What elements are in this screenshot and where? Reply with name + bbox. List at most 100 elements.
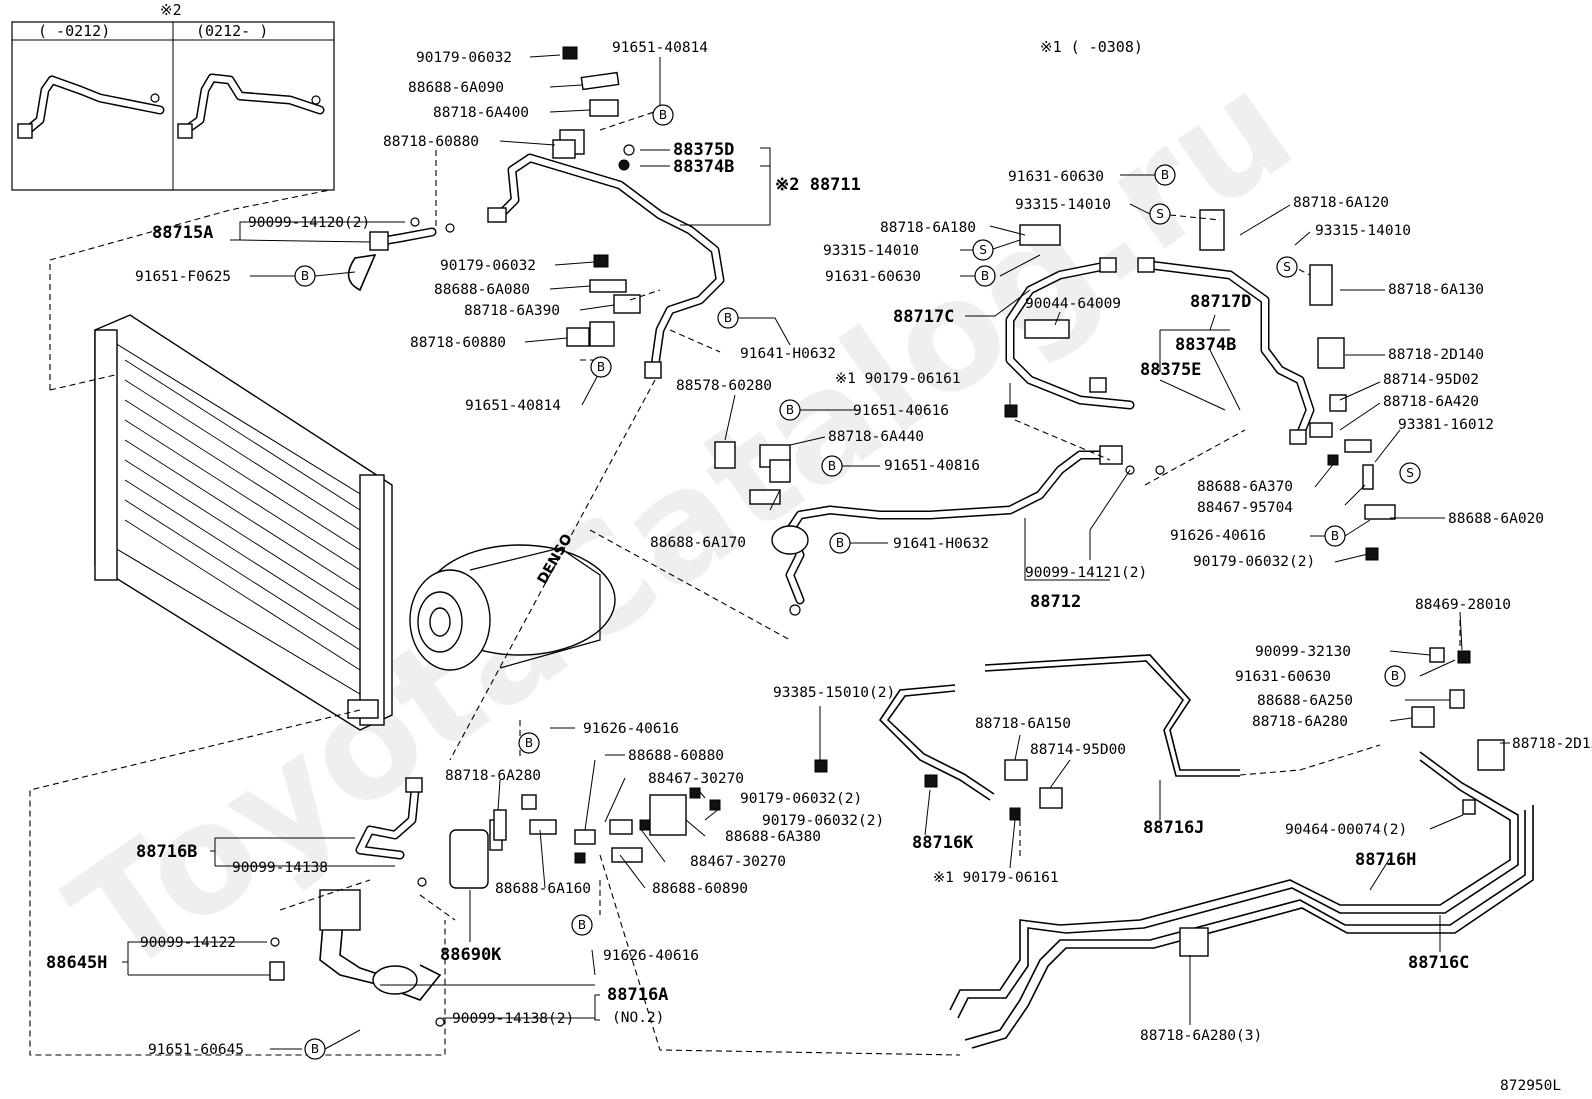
part-label: 88718-6A120: [1293, 195, 1389, 211]
svg-text:B: B: [836, 536, 844, 550]
part-label: 90099-14138: [232, 860, 328, 876]
part-label: 91631-60630: [825, 269, 921, 285]
part-label: 90179-06032: [440, 258, 536, 274]
bolt-callout: B: [1384, 665, 1406, 687]
part-label: 88467-95704: [1197, 500, 1293, 516]
part-label: 88374B: [673, 157, 734, 177]
part-label: 88688-6A020: [1448, 511, 1544, 527]
part-label: 93315-14010: [1015, 197, 1111, 213]
pipe-88717D: [1137, 257, 1315, 445]
part-label: 88716J: [1143, 818, 1204, 838]
pipe-88716J: [984, 654, 1240, 777]
part-label: 88645H: [46, 953, 107, 973]
part-label: 88718-2D150: [1512, 736, 1592, 752]
part-label: 90179-06032: [416, 50, 512, 66]
callout-markers: B B B B B B B B B B B B B B S S S S: [294, 104, 1421, 1060]
part-label: 90179-06032(2): [762, 813, 884, 829]
part-label: 88716K: [912, 833, 974, 853]
part-labels: 90179-06032 91651-40814 88688-6A090 8871…: [46, 40, 1592, 1058]
part-label: 88718-6A180: [880, 220, 976, 236]
part-label: 93315-14010: [1315, 223, 1411, 239]
part-label: 91651-60645: [148, 1042, 244, 1058]
part-label: ※1 90179-06161: [835, 371, 961, 387]
svg-text:B: B: [311, 1042, 319, 1056]
screw-callout: S: [972, 239, 994, 261]
bolt-callout: B: [779, 399, 801, 421]
part-label: ※1 90179-06161: [933, 870, 1059, 886]
svg-text:B: B: [828, 459, 836, 473]
part-label: 91631-60630: [1235, 669, 1331, 685]
part-88718-2D140: [1317, 337, 1345, 369]
part-label: 90099-14122: [140, 935, 236, 951]
svg-text:S: S: [1283, 260, 1291, 274]
pipe-88716H-C: [949, 751, 1534, 1049]
part-label: 88688-6A380: [725, 829, 821, 845]
part-label: 88714-95D00: [1030, 742, 1126, 758]
svg-text:B: B: [597, 360, 605, 374]
part-label: 91641-H0632: [740, 346, 836, 362]
svg-text:B: B: [1391, 669, 1399, 683]
inset-box: ※2 ( -0212) (0212- ): [11, 1, 335, 191]
inset-right-label: (0212- ): [196, 22, 268, 40]
part-label: 91651-40616: [853, 403, 949, 419]
part-label: 90099-32130: [1255, 644, 1351, 660]
svg-text:B: B: [786, 403, 794, 417]
part-label: 88688-6A250: [1257, 693, 1353, 709]
bolt-callout: B: [304, 1038, 326, 1060]
compressor: DENSO: [409, 531, 616, 671]
pipe-88717C: [1005, 257, 1135, 410]
part-label: 88469-28010: [1415, 597, 1511, 613]
screw-callout: S: [1276, 256, 1298, 278]
part-label: 88375D: [673, 140, 734, 160]
bolt-callout: B: [652, 104, 674, 126]
part-label: 88718-2D140: [1388, 347, 1484, 363]
part-label: 91651-40814: [612, 40, 708, 56]
pipe-88716K: [878, 684, 995, 801]
part-label: 91651-40814: [465, 398, 561, 414]
svg-text:B: B: [981, 269, 989, 283]
pipe-88712: [771, 445, 1135, 616]
part-label: 93315-14010: [823, 243, 919, 259]
svg-text:B: B: [1161, 168, 1169, 182]
screw-callout: S: [1149, 203, 1171, 225]
part-label: 93385-15010(2): [773, 685, 895, 701]
part-label: 91626-40616: [1170, 528, 1266, 544]
bolt-callout: B: [821, 455, 843, 477]
part-label: 88716A: [607, 985, 668, 1005]
part-label: 88718-6A440: [828, 429, 924, 445]
part-88718-2D150: [1477, 739, 1505, 771]
part-label: 88688-60890: [652, 881, 748, 897]
bolt-callout: B: [829, 532, 851, 554]
screw-callout: S: [1399, 462, 1421, 484]
part-label: 88718-6A150: [975, 716, 1071, 732]
inset-left-label: ( -0212): [38, 22, 110, 40]
part-label: 88688-6A170: [650, 535, 746, 551]
svg-text:B: B: [1331, 529, 1339, 543]
svg-text:B: B: [578, 918, 586, 932]
part-label: 91626-40616: [603, 948, 699, 964]
part-label: 88712: [1030, 592, 1081, 612]
svg-text:S: S: [1406, 466, 1414, 480]
part-label: 91631-60630: [1008, 169, 1104, 185]
bolt-callout: B: [1324, 525, 1346, 547]
part-label: 90464-00074(2): [1285, 822, 1407, 838]
bolt-callout: B: [717, 307, 739, 329]
part-label: 88688-6A160: [495, 881, 591, 897]
bolt-callout: B: [294, 265, 316, 287]
svg-text:B: B: [659, 108, 667, 122]
small-parts: [269, 46, 1476, 1027]
part-label: 88688-6A090: [408, 80, 504, 96]
part-label: 88718-60880: [383, 134, 479, 150]
pipe-88716B: [355, 777, 423, 860]
part-label: 88716H: [1355, 850, 1416, 870]
part-label: (NO.2): [612, 1010, 664, 1026]
part-label: 90099-14121(2): [1025, 565, 1147, 581]
part-label: 88467-30270: [648, 771, 744, 787]
bolt-callout: B: [518, 732, 540, 754]
leader-lines: [122, 54, 1510, 1050]
part-label: 88716B: [136, 842, 197, 862]
svg-text:S: S: [1156, 207, 1164, 221]
part-label: 88718-60880: [410, 335, 506, 351]
part-label: 88718-6A390: [464, 303, 560, 319]
part-label: 88718-6A420: [1383, 394, 1479, 410]
